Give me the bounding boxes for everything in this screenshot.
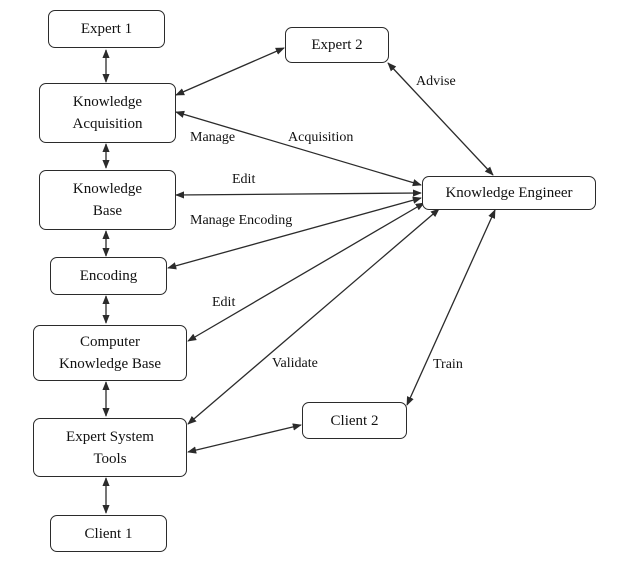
label-advise: Advise xyxy=(416,74,456,89)
node-knowledge-engineer: Knowledge Engineer xyxy=(422,176,596,210)
edge-base-engineer-edit xyxy=(175,189,422,199)
node-computer-knowledge-base: Computer Knowledge Base xyxy=(33,325,187,381)
node-expert-2: Expert 2 xyxy=(285,27,389,63)
label-acquisition: Acquisition xyxy=(288,130,354,145)
label-manage: Manage xyxy=(190,130,236,145)
edge-acquisition-expert2 xyxy=(175,47,285,96)
node-client-1: Client 1 xyxy=(50,515,167,552)
edge-acquisition-engineer xyxy=(175,110,422,187)
label-edit-computer-kb: Edit xyxy=(212,295,236,310)
edge-expert2-engineer-advise xyxy=(387,62,494,176)
label-validate: Validate xyxy=(272,356,318,371)
node-client-2: Client 2 xyxy=(302,402,407,439)
node-expert-system-tools: Expert System Tools xyxy=(33,418,187,477)
node-expert-1: Expert 1 xyxy=(48,10,165,48)
label-train: Train xyxy=(433,357,463,372)
edge-client2-engineer-train xyxy=(406,209,496,406)
label-manage-encoding: Manage Encoding xyxy=(190,213,293,228)
node-knowledge-base: Knowledge Base xyxy=(39,170,176,230)
node-knowledge-acquisition: Knowledge Acquisition xyxy=(39,83,176,143)
node-encoding: Encoding xyxy=(50,257,167,295)
edge-tools-engineer-validate xyxy=(187,208,440,425)
label-edit-knowledge-base: Edit xyxy=(232,172,256,187)
edge-tools-client2 xyxy=(187,423,302,454)
